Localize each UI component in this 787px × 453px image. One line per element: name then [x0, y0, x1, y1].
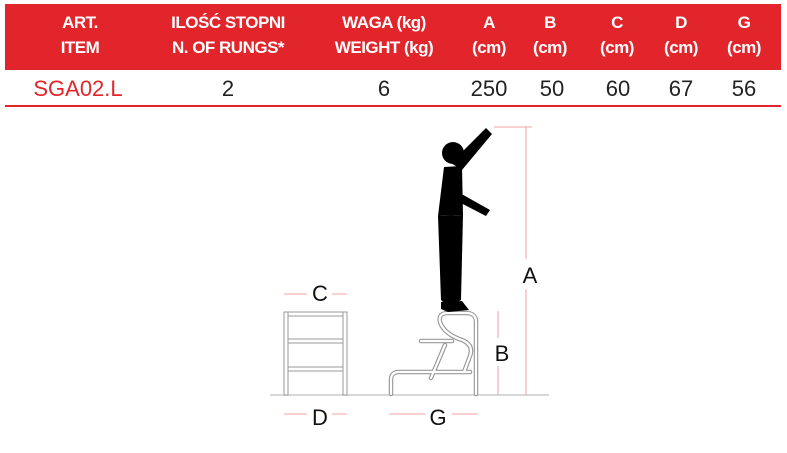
cell-weight: 6	[377, 76, 391, 101]
stool-side-view	[388, 310, 479, 397]
label-a: A	[523, 263, 538, 288]
row-divider	[5, 105, 781, 107]
label-d: D	[312, 405, 328, 430]
label-c: C	[312, 281, 328, 306]
lower-arm	[455, 192, 490, 216]
cell-d: 67	[668, 76, 694, 101]
cell-c: 60	[605, 76, 631, 101]
cell-g: 56	[731, 76, 757, 101]
header-a: A(cm)	[472, 13, 506, 57]
header-c: C(cm)	[600, 13, 634, 57]
torso	[438, 166, 463, 216]
label-b: B	[495, 341, 510, 366]
label-g: G	[429, 405, 446, 430]
header-item: ART.ITEM	[60, 13, 100, 57]
header-weight: WAGA (kg)WEIGHT (kg)	[334, 13, 434, 57]
cell-a: 250	[470, 76, 508, 101]
dimension-lines	[284, 126, 532, 415]
header-b: B(cm)	[533, 13, 567, 57]
cell-b: 50	[539, 76, 565, 101]
cell-rungs: 2	[221, 76, 235, 101]
table-header	[5, 4, 781, 70]
feet	[441, 301, 469, 312]
stool-front-view	[283, 311, 348, 396]
person-silhouette	[438, 128, 492, 312]
legs	[438, 215, 463, 304]
raised-arm	[451, 128, 492, 170]
header-d: D(cm)	[664, 13, 698, 57]
cell-item: SGA02.L	[33, 76, 123, 101]
header-g: G(cm)	[727, 13, 761, 57]
